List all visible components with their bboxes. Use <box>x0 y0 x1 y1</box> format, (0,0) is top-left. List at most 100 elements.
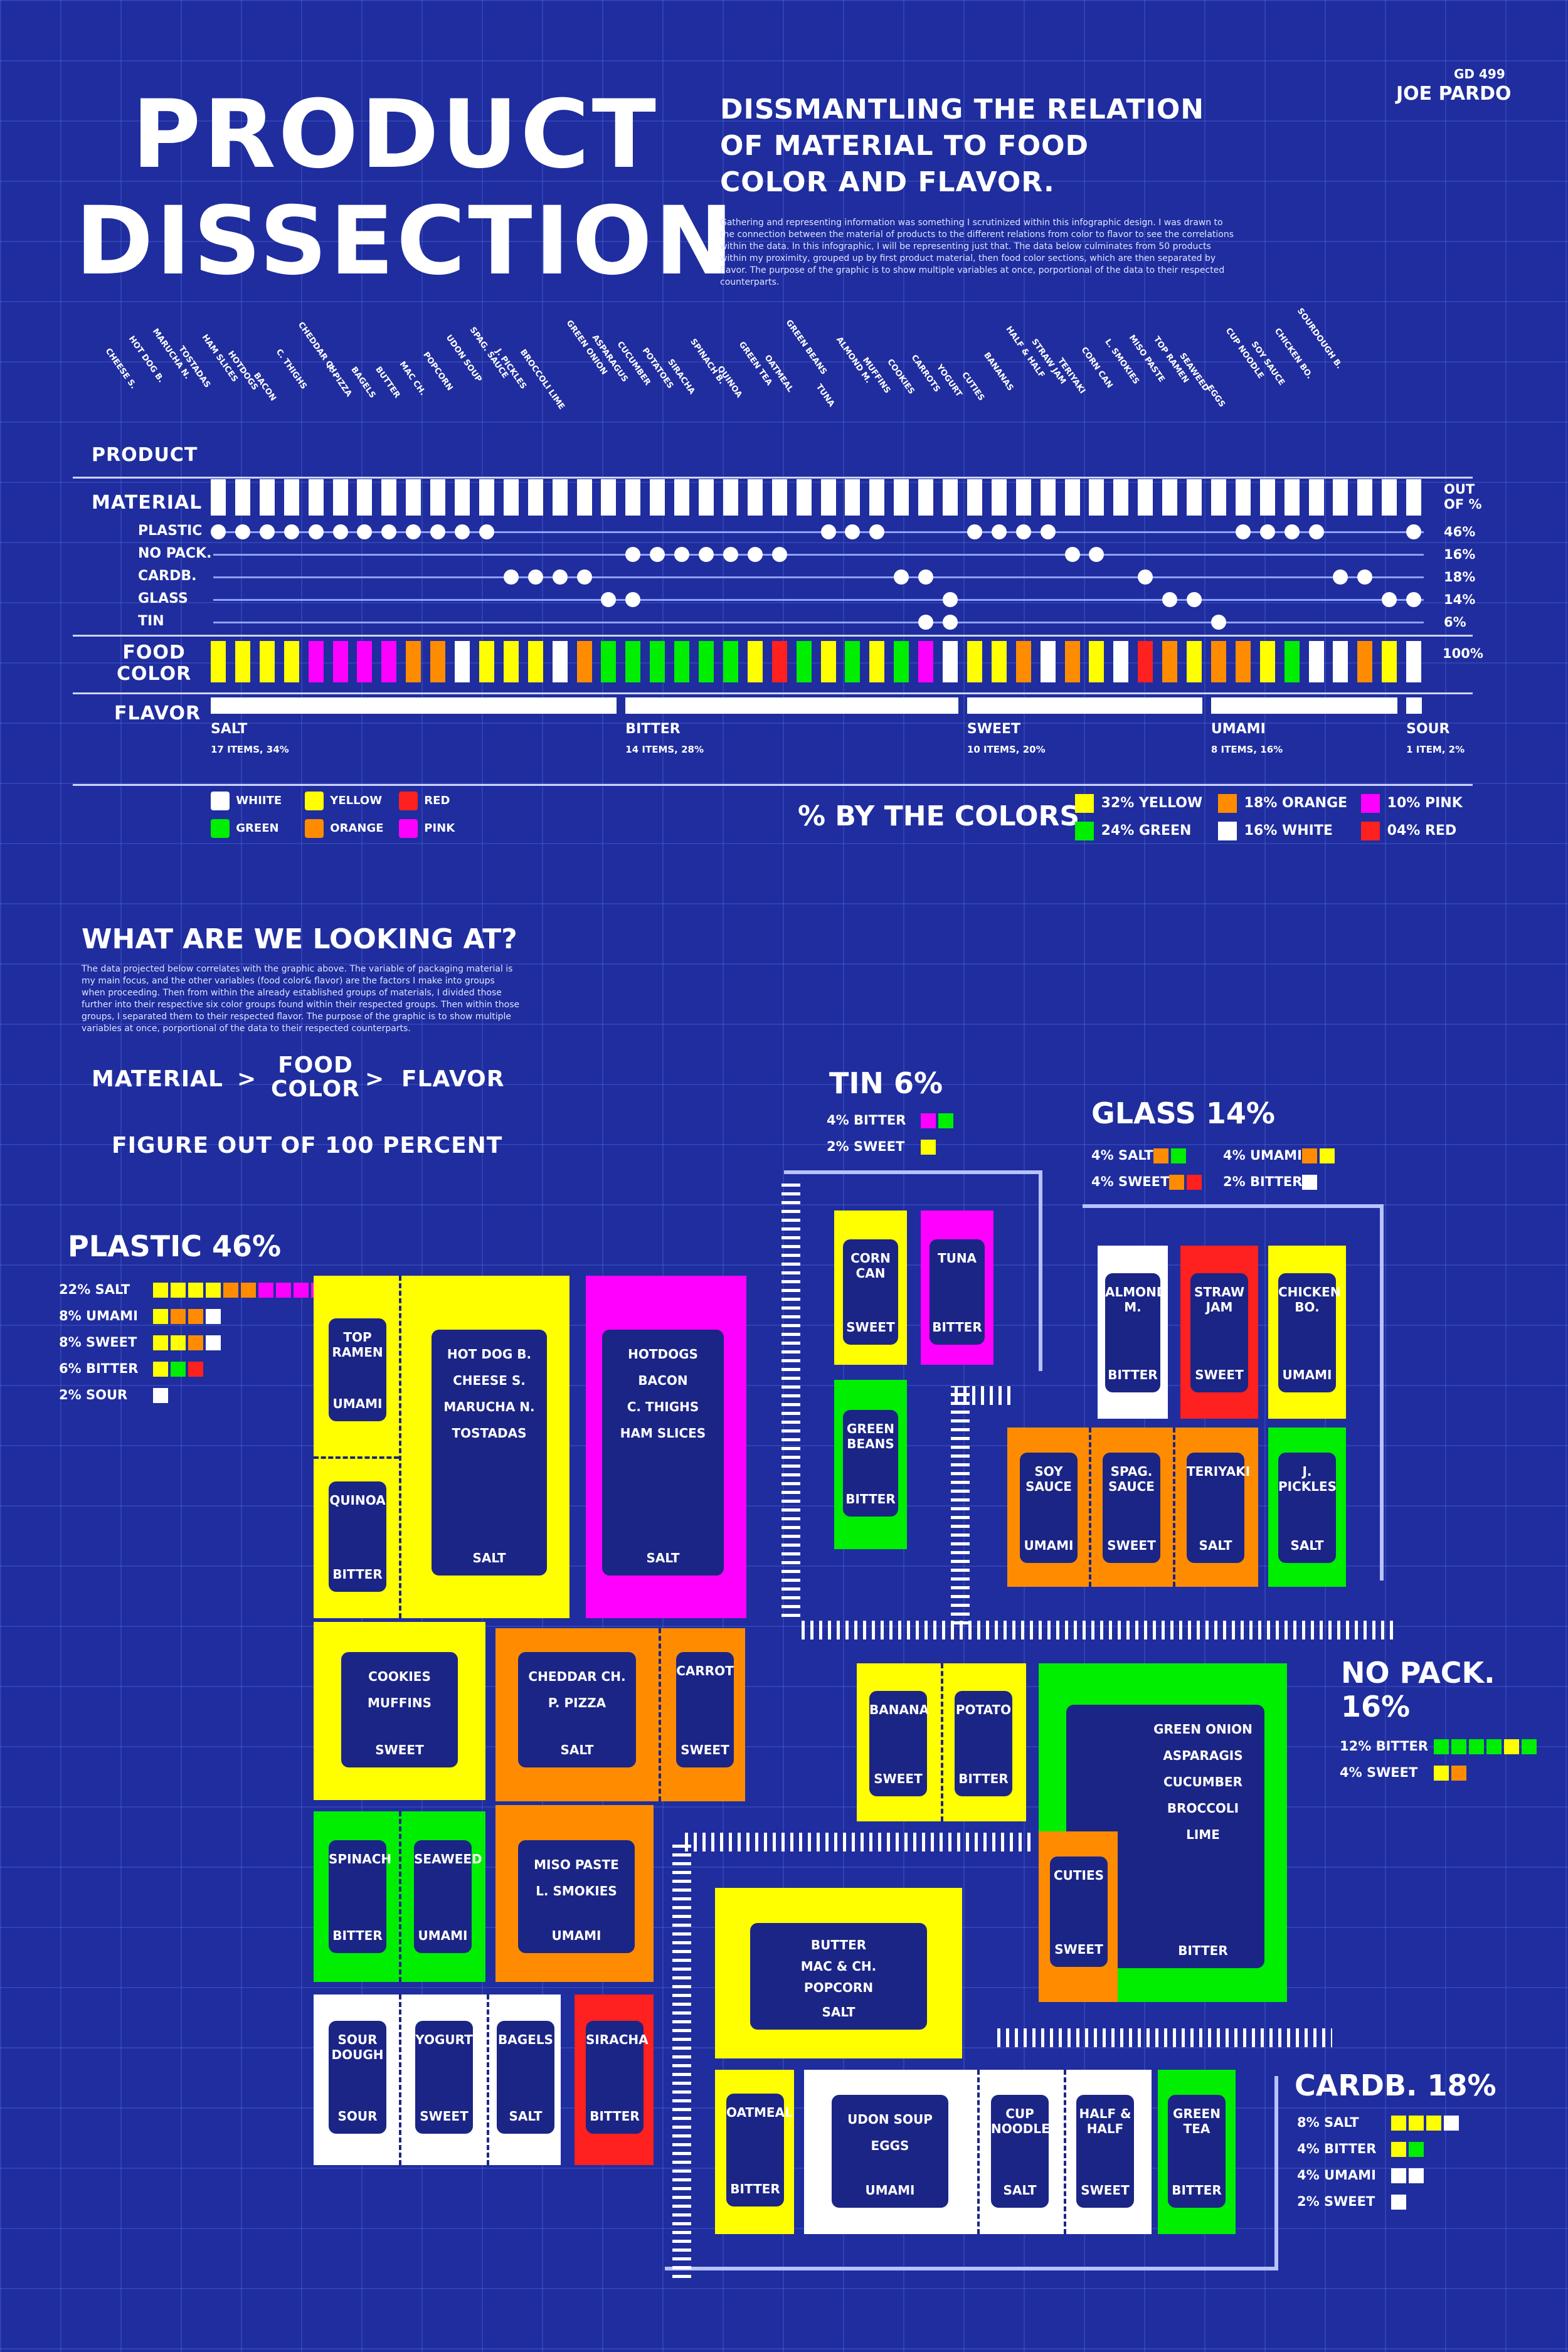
product-column <box>796 479 812 516</box>
material-dot <box>357 524 373 539</box>
material-dot <box>1406 524 1422 539</box>
card-flavor: BITTER <box>1108 1367 1158 1382</box>
group-legend-square <box>1391 2142 1406 2157</box>
card-name: CUP NOODLE <box>991 2106 1050 2136</box>
card-name: SOY SAUCE <box>1025 1464 1072 1494</box>
food-color-bar <box>527 641 543 682</box>
by-color-item: 24% GREEN <box>1075 822 1191 840</box>
material-row-pct: 46% <box>1444 524 1476 539</box>
by-color-label: 10% PINK <box>1387 795 1463 811</box>
group-legend-row: 4% BITTER <box>1297 2141 1426 2157</box>
flow-flavor: FLAVOR <box>401 1066 505 1092</box>
by-color-swatch <box>1075 822 1094 840</box>
card-cheddar[interactable]: CHEDDAR CH.P. PIZZA SALT <box>518 1652 636 1767</box>
group-legend-square <box>1409 2142 1424 2157</box>
page-title: PRODUCT DISSECTION <box>75 82 733 295</box>
subtitle-line-3: COLOR AND FLAVOR. <box>720 166 1055 198</box>
card-name: SOUR DOUGH <box>331 2032 384 2062</box>
material-dot <box>503 569 519 585</box>
legend-label: GREEN <box>236 822 279 835</box>
flavor-count: 10 ITEMS, 20% <box>967 744 1046 755</box>
food-color-bar <box>1089 641 1104 682</box>
group-legend-row: 4% SALT <box>1091 1148 1189 1163</box>
card-flavor: SWEET <box>846 1320 895 1335</box>
group-legend-square <box>938 1113 953 1128</box>
food-color-label-2: COLOR <box>117 663 192 685</box>
food-color-bar <box>1113 641 1129 682</box>
cardb-boundary-bottom <box>665 2267 1278 2270</box>
material-dot <box>894 569 909 585</box>
nopack-title: NO PACK. 16% <box>1341 1656 1495 1724</box>
product-column <box>967 479 982 516</box>
food-color-bar <box>455 641 470 682</box>
card-chicken[interactable]: CHICKEN BO.UMAMI <box>1278 1273 1340 1392</box>
card-hot-dog-b[interactable]: HOT DOG B.CHEESE S.MARUCHA N.TOSTADAS SA… <box>432 1330 547 1576</box>
dash <box>399 1811 401 1982</box>
product-column <box>527 479 543 516</box>
by-colors-legend: 32% YELLOW 18% ORANGE 10% PINK 24% GREEN… <box>1075 794 1489 850</box>
food-color-bar <box>552 641 568 682</box>
card-name: SPINACH <box>329 1851 392 1867</box>
product-column <box>455 479 470 516</box>
card-name: ALMOND M. <box>1105 1285 1167 1315</box>
food-color-bar <box>845 641 861 682</box>
group-legend-label: 4% SWEET <box>1340 1765 1418 1780</box>
glass-hatch <box>951 1386 970 1624</box>
product-name: SPINACH B. <box>687 337 726 386</box>
food-color-bar <box>991 641 1007 682</box>
card-flavor: BITTER <box>845 1491 896 1507</box>
material-row-label: CARDB. <box>138 568 197 584</box>
material-dot <box>991 524 1007 539</box>
group-legend-square <box>1187 1175 1202 1190</box>
card-corn[interactable]: CORN CAN SWEET <box>843 1239 898 1345</box>
by-color-label: 18% ORANGE <box>1244 795 1348 811</box>
material-dot <box>650 547 665 562</box>
card-name: POTATO <box>955 1702 1012 1717</box>
material-dot <box>308 524 324 539</box>
material-dot <box>1284 524 1300 539</box>
legend-label: RED <box>424 794 450 807</box>
card-flavor: SWEET <box>1195 1367 1244 1382</box>
card-name: CORN CAN <box>850 1251 891 1281</box>
card-name: HALF & HALF <box>1079 2106 1131 2136</box>
group-legend-label: 12% BITTER <box>1340 1739 1429 1754</box>
flow-arrow-1: > <box>237 1066 257 1092</box>
card-name: QUINOA <box>329 1493 386 1508</box>
food-color-bar <box>894 641 909 682</box>
material-row-line <box>213 599 1424 601</box>
course-code: GD 499 <box>1454 66 1505 82</box>
by-color-item: 04% RED <box>1361 822 1456 840</box>
card-almond[interactable]: ALMOND M. BITTER <box>1105 1273 1167 1392</box>
